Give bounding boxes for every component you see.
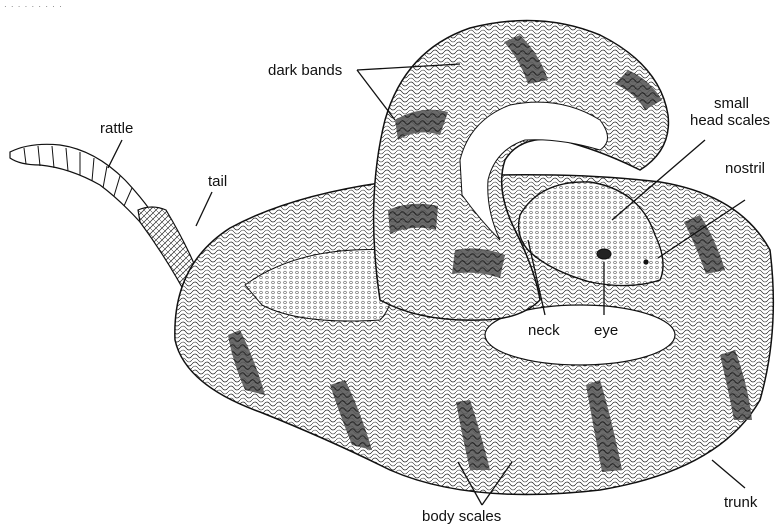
- label-dark-bands: dark bands: [268, 62, 342, 79]
- label-body-scales: body scales: [422, 508, 501, 525]
- label-neck: neck: [528, 322, 560, 339]
- label-tail: tail: [208, 173, 227, 190]
- rattle-segments: [10, 144, 150, 222]
- nostril-shape: [643, 259, 648, 264]
- label-small: small: [714, 95, 749, 112]
- label-eye: eye: [594, 322, 618, 339]
- label-trunk: trunk: [724, 494, 757, 511]
- label-nostril: nostril: [725, 160, 765, 177]
- label-head-scales: head scales: [690, 112, 770, 129]
- margin-mark: · · · · · · · · ·: [4, 2, 63, 11]
- label-rattle: rattle: [100, 120, 133, 137]
- eye-shape: [597, 249, 611, 259]
